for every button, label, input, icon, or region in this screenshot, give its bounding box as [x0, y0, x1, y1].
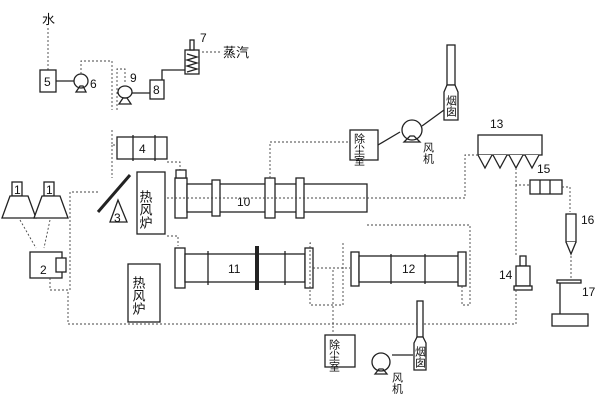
pump-9: [117, 85, 133, 105]
pump-6: [73, 73, 89, 93]
packing-machine-17: [551, 279, 589, 327]
label-3: 3: [114, 211, 121, 225]
label-10: 10: [237, 195, 251, 209]
label-5: 5: [44, 75, 51, 89]
conveyor-3: [96, 174, 132, 223]
label-16: 16: [581, 213, 595, 227]
dust-room-2: [324, 334, 356, 368]
fan-2-label: 风机: [391, 372, 404, 394]
rotary-dryer-10: [174, 169, 368, 219]
steam-label: 蒸汽: [223, 46, 249, 61]
tank-8: [149, 79, 165, 100]
fan-2: [371, 352, 391, 375]
unit-15: [529, 179, 563, 195]
label-8: 8: [153, 83, 160, 97]
label-1b: 1: [46, 183, 53, 197]
label-15: 15: [537, 162, 551, 176]
silo-16: [565, 213, 577, 256]
rotary-cooler-11: [174, 246, 314, 290]
hopper-1a: [1, 181, 37, 219]
fan-1: [401, 119, 423, 143]
fan-1-label: 风机: [422, 142, 435, 164]
label-7: 7: [200, 31, 207, 45]
hot-air-furnace-1-label: 热风炉: [137, 190, 153, 229]
label-1a: 1: [14, 183, 21, 197]
label-9: 9: [130, 71, 137, 85]
label-2: 2: [40, 263, 47, 277]
hopper-1b: [33, 181, 69, 219]
water-label: 水: [42, 13, 55, 28]
hot-air-furnace-1: [136, 171, 166, 235]
label-4: 4: [139, 142, 146, 156]
chimney-1-label: 烟囱: [445, 94, 458, 117]
dust-room-2-label: 除尘室: [328, 338, 341, 372]
label-6: 6: [90, 77, 97, 91]
chimney-2: [413, 300, 427, 371]
label-14: 14: [499, 268, 513, 282]
chimney-2-label: 烟囱: [414, 345, 427, 368]
dust-room-1-label: 除尘室: [353, 132, 366, 166]
bag-filter-13: [477, 134, 543, 170]
rotary-dryer-12: [350, 251, 467, 287]
label-11: 11: [228, 262, 241, 276]
dust-room-1: [349, 129, 379, 161]
steam-heater-7: [184, 39, 200, 75]
chimney-1: [443, 44, 459, 121]
label-13: 13: [490, 117, 504, 131]
unit-14: [513, 255, 533, 291]
label-12: 12: [402, 262, 416, 276]
hot-air-furnace-2-label: 热风炉: [130, 276, 146, 315]
label-17: 17: [582, 285, 596, 299]
hot-air-furnace-2: [127, 263, 161, 323]
